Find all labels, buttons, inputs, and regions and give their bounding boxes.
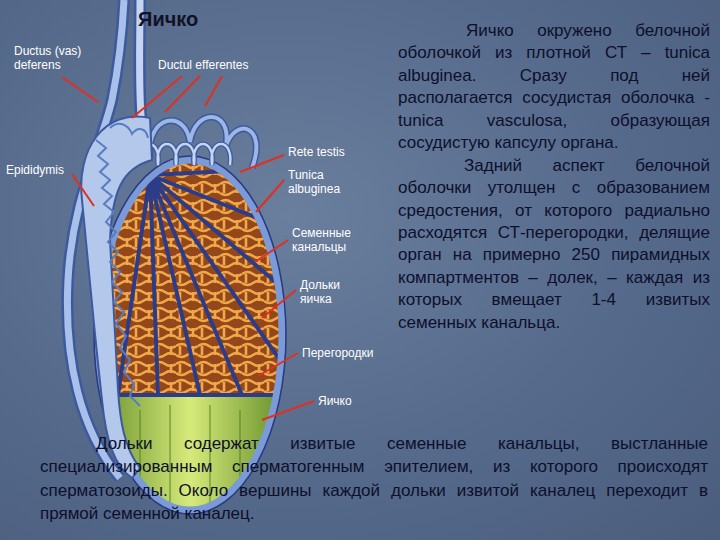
- part-label: Rete testis: [288, 145, 378, 159]
- part-label: Ductul efferentes: [158, 58, 278, 72]
- text-column: Дольки содержат извитые семенные канальц…: [40, 432, 708, 526]
- part-label: Ductus (vas) deferens: [14, 44, 100, 73]
- epididymis: [81, 117, 152, 478]
- part-label: Яичко: [318, 394, 388, 408]
- text-column: Яичко окружено белочной оболочкой из пло…: [398, 20, 710, 334]
- efferent-ducts: [140, 117, 257, 168]
- part-label: Дольки яичка: [300, 278, 370, 307]
- part-label: Семенные канальцы: [292, 226, 382, 255]
- part-label: Epididymis: [6, 163, 76, 177]
- leader-lines: [62, 76, 314, 420]
- body-paragraph: Дольки содержат извитые семенные канальц…: [40, 432, 708, 526]
- body-paragraph: Яичко окружено белочной оболочкой из пло…: [398, 20, 710, 155]
- slide-title: Яичко: [138, 8, 198, 31]
- part-label: Перегородки: [302, 346, 402, 360]
- body-paragraph: Задний аспект белочной оболочки утолщен …: [398, 155, 710, 335]
- part-label: Tunica albuginea: [288, 168, 358, 197]
